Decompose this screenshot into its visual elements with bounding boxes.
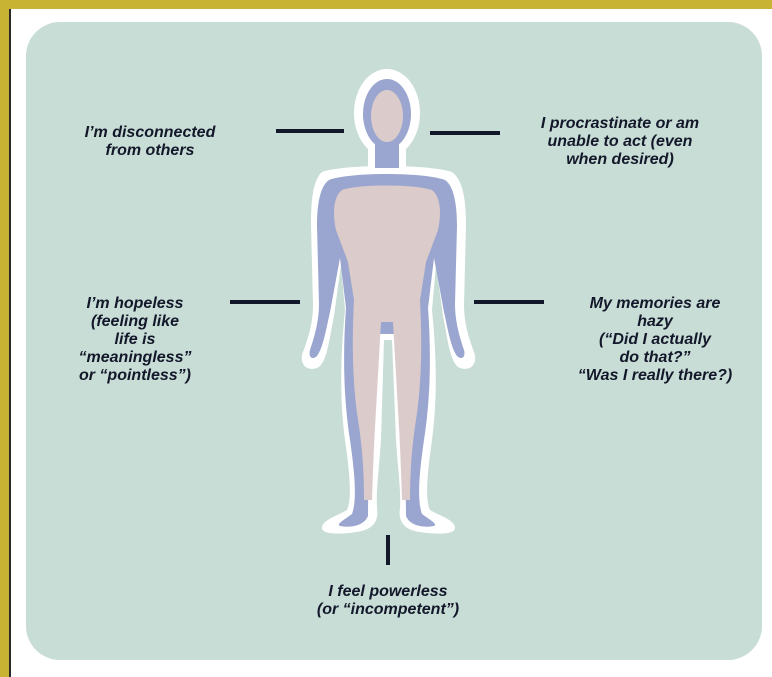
label-powerless: I feel powerless (or “incompetent”): [280, 583, 496, 619]
connector-top-right: [430, 131, 500, 135]
label-memories-hazy: My memories are hazy (“Did I actually do…: [545, 295, 765, 385]
connector-top-left: [276, 129, 344, 133]
label-disconnected: I’m disconnected from others: [50, 124, 250, 160]
label-procrastinate: I procrastinate or am unable to act (eve…: [505, 115, 735, 169]
label-hopeless: I’m hopeless (feeling like life is “mean…: [40, 295, 230, 385]
connector-bottom: [386, 535, 390, 565]
connector-mid-left: [230, 300, 300, 304]
connector-mid-right: [474, 300, 544, 304]
